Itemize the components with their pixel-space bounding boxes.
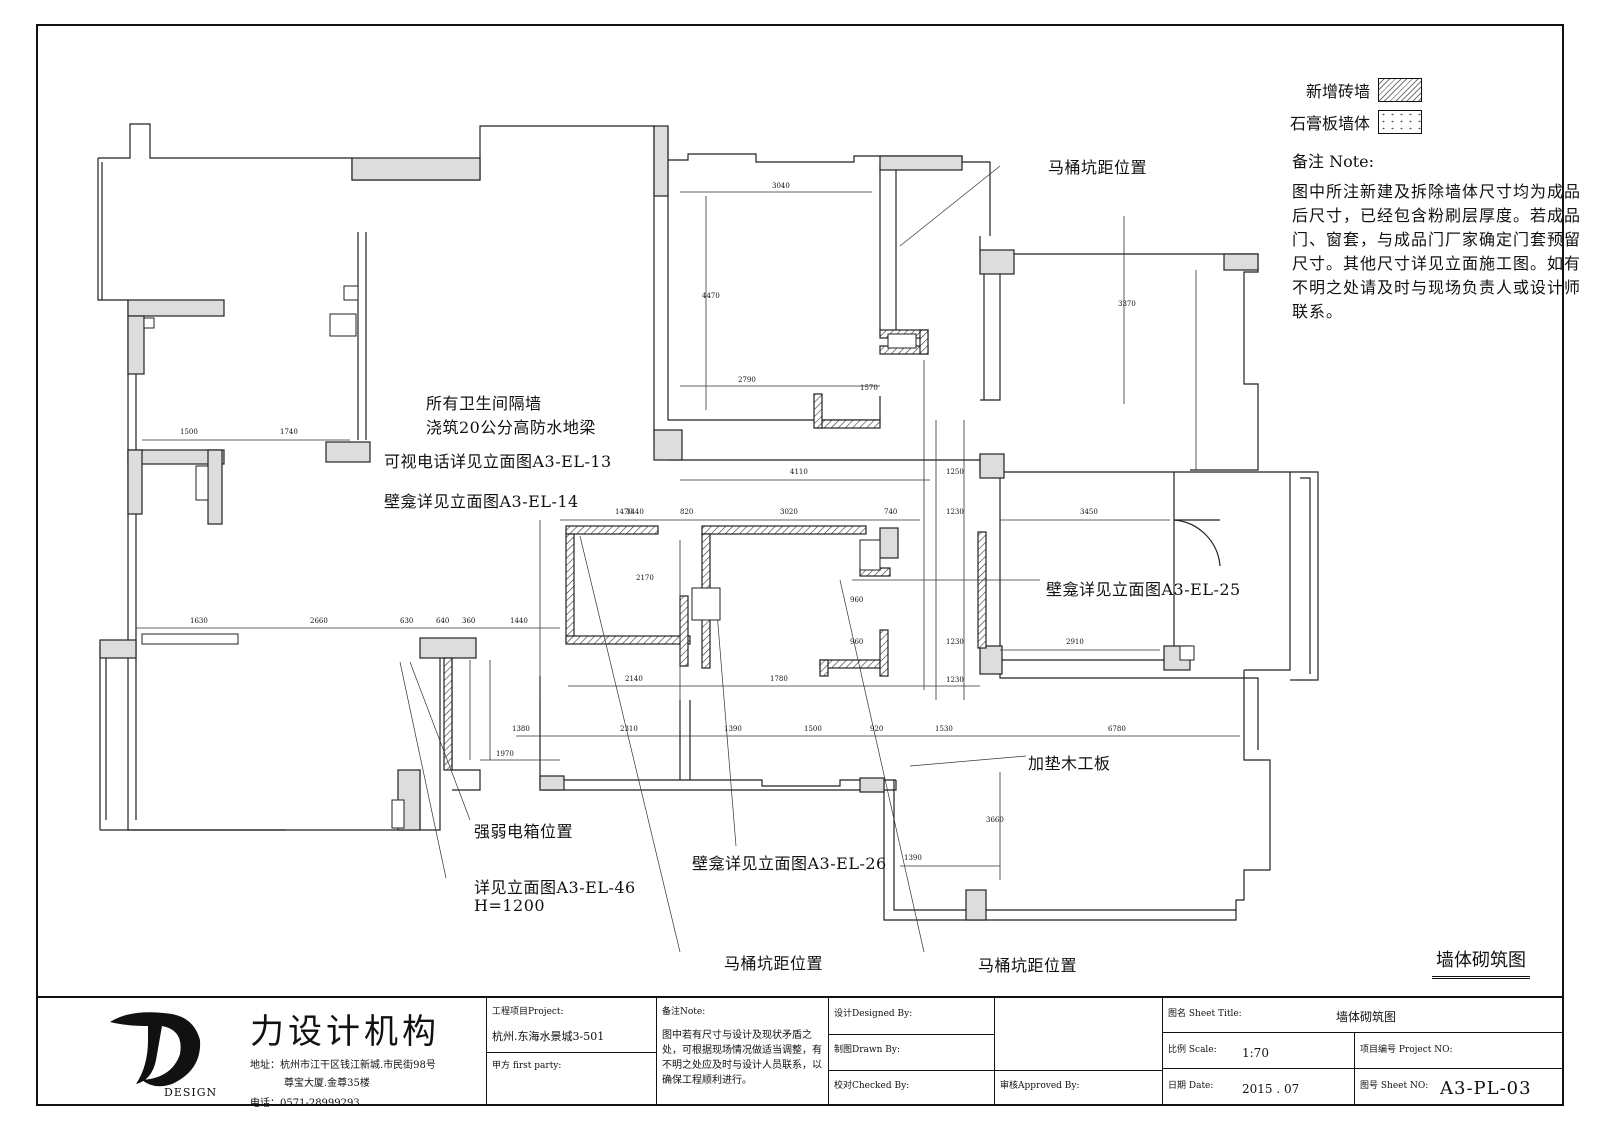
annotation-wood-board: 加垫木工板 <box>1028 754 1111 773</box>
firm-name: 力设计机构 <box>250 1012 440 1052</box>
dimension-label: 2310 <box>620 725 638 733</box>
dimension-label: 2170 <box>636 574 654 582</box>
annotation-bath-wall-2: 浇筑20公分高防水地梁 <box>426 418 596 437</box>
brick-hatch-swatch <box>1378 78 1423 102</box>
note-text: 图中若有尺寸与设计及现状矛盾之处，可根据现场情况做适当调整，有不明之处应及时与设… <box>662 1030 822 1086</box>
dimension-label: 1390 <box>904 854 922 862</box>
annotation-detail-46: 详见立面图A3-EL-46 <box>474 878 636 897</box>
dimension-label: 1440 <box>626 508 644 516</box>
firm-address-2: 尊宝大厦.金尊35楼 <box>284 1078 370 1089</box>
divider-sheet <box>1162 998 1163 1106</box>
sheet-no-value: A3-PL-03 <box>1440 1078 1532 1099</box>
firm-phone: 电话：0571-28999293 <box>250 1098 360 1109</box>
annotation-elec-box: 强弱电箱位置 <box>474 822 574 841</box>
dimension-label: 920 <box>870 725 884 733</box>
legend-item-gypsum: 石膏板墙体 <box>1290 110 1423 134</box>
dimension-label: 1530 <box>935 725 953 733</box>
legend-item-brick: 新增砖墙 <box>1306 78 1423 102</box>
scale-value: 1:70 <box>1242 1046 1269 1060</box>
dimension-label: 960 <box>850 638 864 646</box>
dimension-label: 960 <box>850 596 864 604</box>
dimension-label: 1470 <box>615 508 633 516</box>
dimension-label: 3660 <box>986 816 1004 824</box>
dimension-label: 1250 <box>946 468 964 476</box>
dimension-label: 2790 <box>738 376 756 384</box>
dimension-label: 1390 <box>724 725 742 733</box>
designed-label: 设计Designed By: <box>834 1009 913 1019</box>
design-word: DESIGN <box>164 1086 218 1099</box>
title-block: 力设计机构 DESIGN 地址：杭州市江干区钱江新城.市民街98号 尊宝大厦.金… <box>36 996 1564 1109</box>
drawing-frame <box>36 24 1564 1106</box>
dimension-label: 2140 <box>625 675 643 683</box>
notes-title: 备注 Note: <box>1292 152 1375 171</box>
divider-design-h2 <box>828 1070 1162 1071</box>
date-label: 日期 Date: <box>1168 1081 1214 1091</box>
approved-label: 审核Approved By: <box>1000 1081 1080 1091</box>
annotation-toilet-right: 马桶坑距位置 <box>978 956 1078 975</box>
divider-project-h <box>486 1052 656 1053</box>
date-value: 2015 . 07 <box>1242 1082 1300 1096</box>
dimension-label: 360 <box>462 617 476 625</box>
sheet-title-value: 墙体砌筑图 <box>1336 1010 1397 1024</box>
annotation-toilet-mid: 马桶坑距位置 <box>724 954 824 973</box>
sheet-no-label: 图号 Sheet NO: <box>1360 1081 1429 1091</box>
notes-body: 图中所注新建及拆除墙体尺寸均为成品后尺寸，已经包含粉刷层厚度。若成品门、窗套，与… <box>1292 182 1582 321</box>
dimension-label: 1500 <box>804 725 822 733</box>
annotation-toilet-top: 马桶坑距位置 <box>1048 158 1148 177</box>
party-label: 甲方 first party: <box>492 1061 562 1071</box>
annotation-niche-14: 壁龛详见立面图A3-EL-14 <box>384 492 579 511</box>
annotation-bath-wall-1: 所有卫生间隔墙 <box>426 394 542 413</box>
project-label: 工程项目Project: <box>492 1007 564 1017</box>
legend-label-gypsum: 石膏板墙体 <box>1290 114 1371 133</box>
firm-logo <box>110 1012 201 1087</box>
dimension-label: 1380 <box>512 725 530 733</box>
project-value: 杭州.东海水景城3-501 <box>492 1030 605 1043</box>
annotation-intercom: 可视电话详见立面图A3-EL-13 <box>384 452 612 471</box>
dimension-label: 1230 <box>946 676 964 684</box>
annotation-niche-25: 壁龛详见立面图A3-EL-25 <box>1046 580 1241 599</box>
dimension-label: 1230 <box>946 638 964 646</box>
dimension-label: 3370 <box>1118 300 1136 308</box>
divider-note <box>656 998 657 1106</box>
dimension-label: 1630 <box>190 617 208 625</box>
dimension-label: 2910 <box>1066 638 1084 646</box>
divider-sheet-h1 <box>1162 1032 1562 1033</box>
project-no-label: 项目编号 Project NO: <box>1360 1045 1453 1055</box>
divider-design-h1 <box>828 1034 994 1035</box>
dimension-label: 4110 <box>790 468 808 476</box>
dimension-label: 2660 <box>310 617 328 625</box>
annotation-niche-26: 壁龛详见立面图A3-EL-26 <box>692 854 887 873</box>
scale-label: 比例 Scale: <box>1168 1045 1217 1055</box>
drawn-label: 制图Drawn By: <box>834 1045 900 1055</box>
dimension-label: 640 <box>436 617 450 625</box>
dimension-label: 6780 <box>1108 725 1126 733</box>
dimension-label: 1780 <box>770 675 788 683</box>
dimension-label: 3450 <box>1080 508 1098 516</box>
legend-label-brick: 新增砖墙 <box>1306 82 1371 101</box>
note-label: 备注Note: <box>662 1007 706 1017</box>
sheet-name-caption: 墙体砌筑图 <box>1432 946 1530 979</box>
dimension-label: 3040 <box>772 182 790 190</box>
checked-label: 校对Checked By: <box>834 1081 910 1091</box>
divider-sheet-v <box>1354 1032 1355 1106</box>
dimension-label: 1970 <box>496 750 514 758</box>
divider-sheet-h2 <box>1162 1068 1562 1069</box>
dimension-label: 4470 <box>702 292 720 300</box>
divider-design <box>828 998 829 1106</box>
dimension-label: 820 <box>680 508 694 516</box>
gypsum-dot-swatch <box>1378 110 1423 134</box>
dimension-label: 1440 <box>510 617 528 625</box>
dimension-label: 1230 <box>946 508 964 516</box>
dimension-label: 1500 <box>180 428 198 436</box>
dimension-label: 740 <box>884 508 898 516</box>
divider-approve <box>994 998 995 1106</box>
dimension-label: 630 <box>400 617 414 625</box>
sheet-title-label: 图名 Sheet Title: <box>1168 1009 1242 1019</box>
annotation-h1200: H=1200 <box>474 896 546 915</box>
firm-address-1: 地址：杭州市江干区钱江新城.市民街98号 <box>250 1060 436 1071</box>
dimension-label: 1570 <box>860 384 878 392</box>
dimension-label: 1740 <box>280 428 298 436</box>
dimension-label: 3020 <box>780 508 798 516</box>
